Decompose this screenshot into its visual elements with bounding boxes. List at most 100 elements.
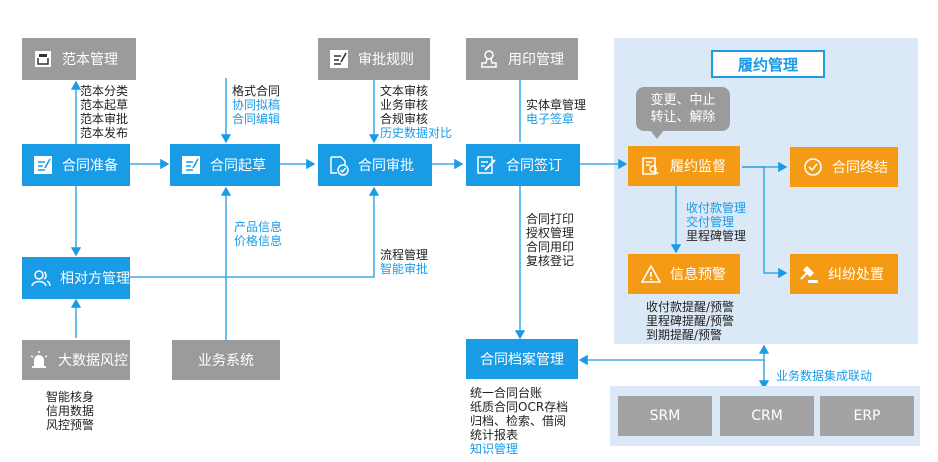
list-item: 业务审核 — [380, 98, 429, 112]
contract-prep-label: 合同准备 — [62, 158, 118, 174]
warning-triangle-icon — [640, 263, 662, 285]
warning-box[interactable]: 信息预警 — [628, 254, 740, 294]
list-item: 范本审批 — [80, 112, 129, 126]
list-item: 里程碑提醒/预警 — [646, 314, 735, 328]
list-item: 合同编辑 — [232, 112, 281, 126]
list-item: 统计报表 — [470, 428, 519, 442]
list-item: 授权管理 — [526, 226, 575, 240]
list-item: 里程碑管理 — [686, 229, 747, 243]
list-item: 交付管理 — [686, 215, 735, 229]
list-item: 智能审批 — [380, 262, 429, 276]
monitor-doc-icon — [640, 155, 662, 177]
change-bubble: 变更、中止 转让、解除 — [636, 87, 730, 131]
list-item: 格式合同 — [232, 84, 281, 98]
contract-approval-box[interactable]: 合同审批 — [318, 144, 432, 186]
list-item: 文本审核 — [380, 84, 429, 98]
contract-approval-label: 合同审批 — [358, 158, 414, 174]
list-item: 收付款提醒/预警 — [646, 300, 735, 314]
list-item: 统一合同台账 — [470, 386, 543, 400]
sign-icon — [476, 154, 498, 176]
bubble-line-2: 转让、解除 — [650, 110, 716, 125]
srm-label: SRM — [649, 408, 681, 424]
list-item: 范本分类 — [80, 84, 129, 98]
prep-icon — [32, 154, 54, 176]
list-item: 智能核身 — [46, 390, 95, 404]
perf-monitor-box[interactable]: 履约监督 — [628, 146, 740, 186]
seal-mgmt-box[interactable]: 用印管理 — [466, 38, 578, 80]
list-item: 协同拟稿 — [232, 98, 281, 112]
perf-monitor-label: 履约监督 — [670, 159, 726, 175]
list-item: 风控预警 — [46, 418, 95, 432]
srm-box[interactable]: SRM — [618, 396, 712, 436]
erp-box[interactable]: ERP — [820, 396, 914, 436]
archive-label: 合同档案管理 — [480, 352, 564, 368]
template-list: 范本分类 范本起草 范本审批 范本发布 — [80, 84, 128, 140]
list-item: 范本起草 — [80, 98, 129, 112]
list-item: 历史数据对比 — [380, 126, 453, 140]
template-icon — [32, 48, 54, 70]
crm-box[interactable]: CRM — [720, 396, 814, 436]
archive-box[interactable]: 合同档案管理 — [466, 339, 578, 379]
contract-end-label: 合同终结 — [832, 160, 888, 176]
erp-label: ERP — [853, 408, 881, 424]
alarm-icon — [28, 349, 50, 371]
business-system-label: 业务系统 — [198, 353, 254, 369]
sign-bottom-list: 合同打印 授权管理 合同用印 复核登记 — [526, 212, 574, 268]
contract-end-box[interactable]: 合同终结 — [790, 147, 898, 187]
bubble-tail — [650, 130, 664, 139]
business-system-box[interactable]: 业务系统 — [172, 340, 280, 380]
list-item: 实体章管理 — [526, 98, 587, 112]
crm-label: CRM — [751, 408, 783, 424]
draft-top-list: 格式合同 协同拟稿 合同编辑 — [232, 84, 280, 126]
template-mgmt-box[interactable]: 范本管理 — [22, 38, 136, 80]
list-item: 纸质合同OCR存档 — [470, 400, 569, 414]
panel-title: 履约管理 — [737, 55, 798, 74]
list-item: 电子签章 — [526, 112, 575, 126]
people-icon — [30, 267, 52, 289]
approval-rules-label: 审批规则 — [358, 52, 414, 68]
counterparty-box[interactable]: 相对方管理 — [22, 257, 130, 299]
panel-title-box: 履约管理 — [711, 50, 825, 78]
dispute-label: 纠纷处置 — [828, 267, 884, 283]
rules-icon — [328, 48, 350, 70]
list-item: 流程管理 — [380, 248, 429, 262]
risk-list: 智能核身 信用数据 风控预警 — [46, 390, 94, 432]
list-item: 价格信息 — [234, 234, 283, 248]
approval-top-list: 文本审核 业务审核 合规审核 历史数据对比 — [380, 84, 452, 140]
list-item: 合同打印 — [526, 212, 575, 226]
list-item: 合规审核 — [380, 112, 429, 126]
contract-prep-box[interactable]: 合同准备 — [22, 144, 130, 186]
template-mgmt-label: 范本管理 — [62, 52, 118, 68]
list-item: 信用数据 — [46, 404, 95, 418]
list-item: 产品信息 — [234, 220, 283, 234]
list-item: 归档、检索、借阅 — [470, 414, 567, 428]
contract-draft-label: 合同起草 — [210, 158, 266, 174]
archive-list: 统一合同台账 纸质合同OCR存档 归档、检索、借阅 统计报表 知识管理 — [470, 386, 568, 456]
list-item: 合同用印 — [526, 240, 575, 254]
flow-list: 流程管理 智能审批 — [380, 248, 428, 276]
warning-list: 收付款提醒/预警 里程碑提醒/预警 到期提醒/预警 — [646, 300, 734, 342]
seal-mgmt-label: 用印管理 — [508, 52, 564, 68]
approval-check-icon — [328, 154, 350, 176]
warning-label: 信息预警 — [670, 267, 726, 283]
gavel-icon — [798, 263, 820, 285]
contract-sign-label: 合同签订 — [506, 158, 562, 174]
integration-label: 业务数据集成联动 — [776, 369, 873, 383]
list-item: 知识管理 — [470, 442, 519, 456]
sign-top-list: 实体章管理 电子签章 — [526, 98, 586, 126]
dispute-box[interactable]: 纠纷处置 — [790, 254, 898, 294]
product-list: 产品信息 价格信息 — [234, 220, 282, 248]
contract-sign-box[interactable]: 合同签订 — [466, 144, 580, 186]
draft-icon — [180, 154, 202, 176]
list-item: 范本发布 — [80, 126, 129, 140]
list-item: 到期提醒/预警 — [646, 328, 723, 342]
contract-draft-box[interactable]: 合同起草 — [170, 144, 280, 186]
bigdata-risk-label: 大数据风控 — [58, 353, 128, 369]
check-circle-icon — [802, 156, 824, 178]
list-item: 收付款管理 — [686, 201, 747, 215]
bigdata-risk-box[interactable]: 大数据风控 — [22, 340, 130, 380]
approval-rules-box[interactable]: 审批规则 — [318, 38, 430, 80]
monitor-list: 收付款管理 交付管理 里程碑管理 — [686, 201, 746, 243]
counterparty-label: 相对方管理 — [60, 271, 130, 287]
